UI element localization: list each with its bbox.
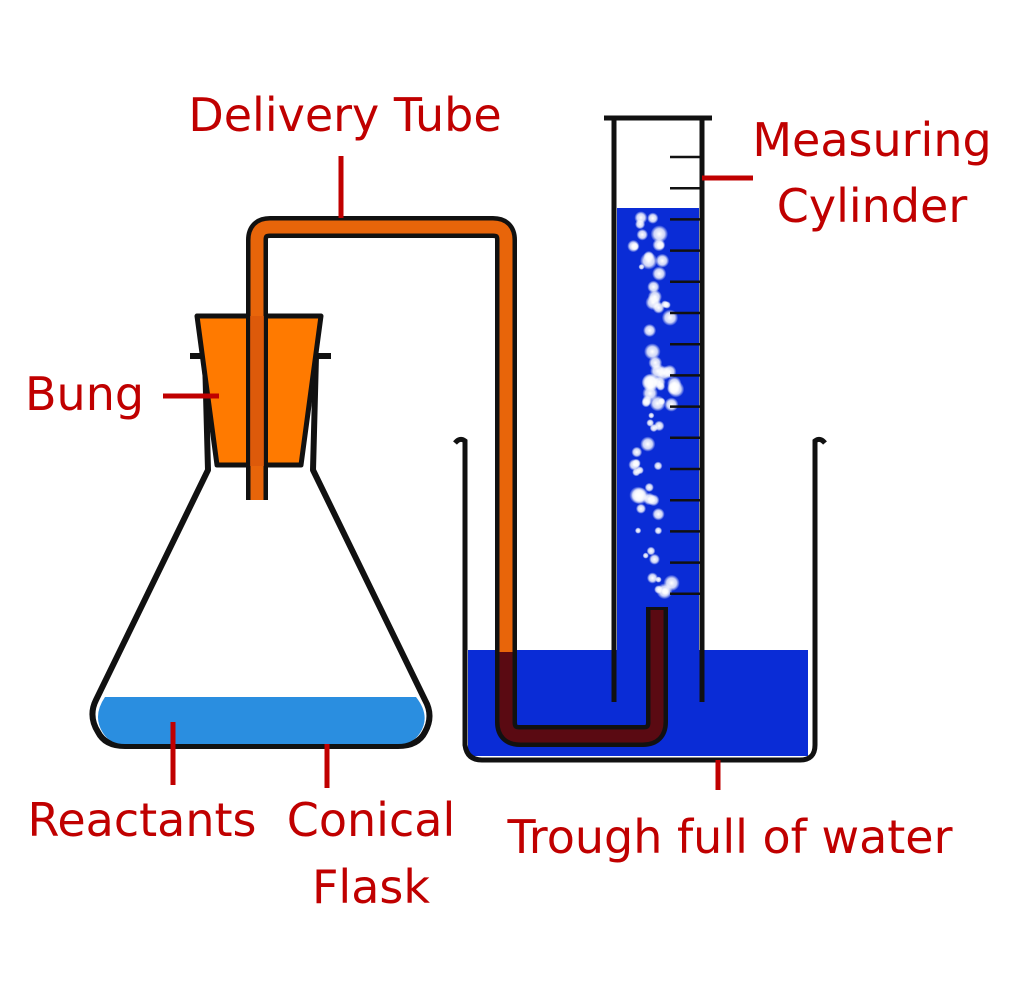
gas-bubble: [643, 250, 655, 262]
gas-bubble: [655, 576, 662, 583]
gas-bubble: [663, 301, 671, 309]
gas-bubble: [642, 552, 649, 559]
gas-bubble: [646, 546, 656, 556]
gas-bubble: [646, 419, 655, 427]
gas-bubble: [653, 420, 665, 432]
gas-bubble: [631, 446, 643, 458]
gas-bubble: [667, 376, 682, 392]
gas-bubble: [647, 212, 659, 224]
label-conical-flask-2: Flask: [312, 860, 430, 914]
label-bung: Bung: [25, 367, 144, 421]
gas-bubble: [647, 494, 660, 507]
label-conical-flask-1: Conical: [287, 793, 455, 847]
gas-bubble: [655, 253, 670, 268]
measuring-cylinder: [604, 115, 712, 702]
cylinder-graduations: [670, 155, 700, 596]
label-reactants: Reactants: [27, 793, 256, 847]
gas-bubble: [652, 266, 667, 281]
gas-bubble: [654, 526, 663, 535]
gas-bubble: [638, 263, 645, 270]
gas-bubble: [641, 395, 653, 406]
label-delivery-tube: Delivery Tube: [188, 88, 501, 142]
gas-bubble: [643, 323, 657, 338]
gas-bubble: [635, 503, 647, 514]
gas-bubble: [656, 240, 665, 250]
trough: [453, 436, 827, 763]
reactants-liquid: [97, 697, 425, 744]
gas-bubble: [649, 553, 660, 565]
gas-bubble: [656, 365, 672, 381]
label-measuring-cylinder-2: Cylinder: [777, 179, 968, 233]
gas-bubble: [644, 482, 654, 492]
gas-bubbles: [627, 211, 685, 600]
gas-bubble: [636, 228, 649, 241]
gas-bubble: [650, 225, 669, 243]
gas-bubble: [661, 587, 670, 596]
gas-bubble: [648, 355, 663, 370]
label-measuring-cylinder-1: Measuring: [752, 113, 991, 167]
gas-bubble: [634, 211, 648, 225]
label-trough: Trough full of water: [506, 810, 952, 864]
gas-bubble: [645, 294, 661, 311]
gas-bubble: [632, 468, 641, 477]
gas-bubble: [641, 373, 660, 392]
gas-bubble: [646, 572, 659, 584]
gas-bubble: [652, 507, 665, 521]
gas-bubble: [630, 242, 639, 251]
gas-bubble: [631, 487, 649, 505]
gas-bubble: [632, 458, 641, 468]
conical-flask: [89, 353, 433, 749]
gas-bubble: [640, 436, 656, 452]
gas-bubble: [653, 461, 663, 471]
gas-bubble: [664, 397, 679, 412]
gas-bubble: [644, 343, 661, 360]
gas-bubble: [648, 412, 655, 419]
gas-bubble: [634, 527, 642, 534]
